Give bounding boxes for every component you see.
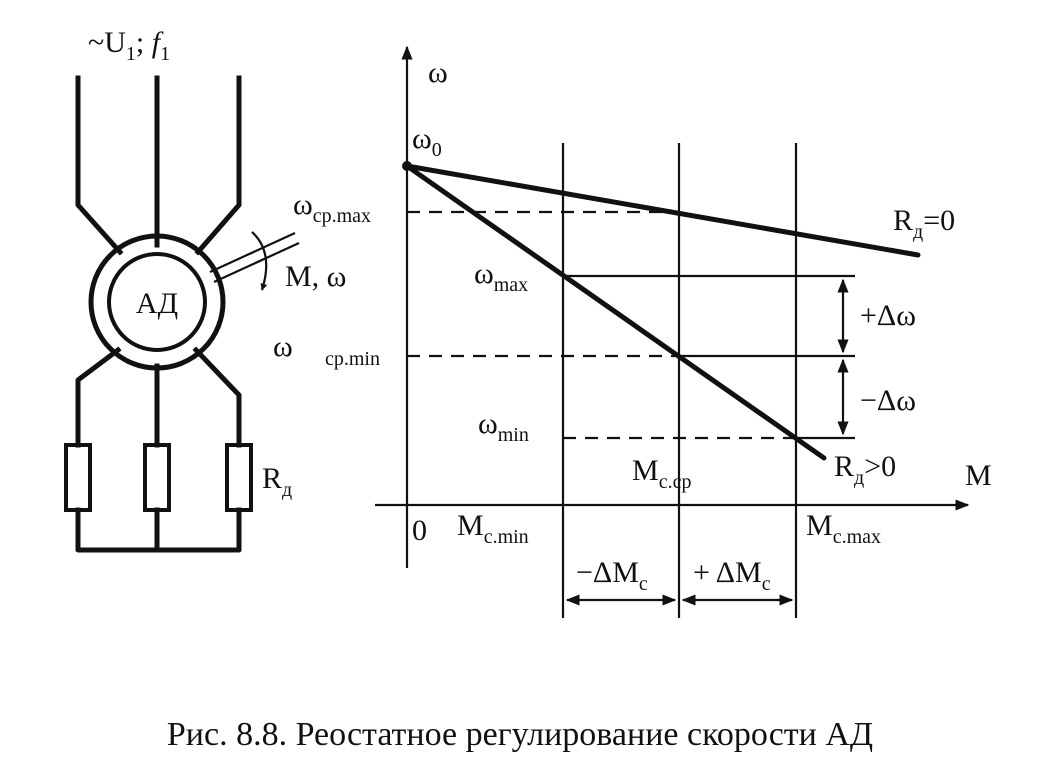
origin-label: 0 xyxy=(412,514,427,547)
plus-dmc-label: + ΔMc xyxy=(693,556,771,595)
omega-cp-max-label: ωcp.max xyxy=(293,188,371,227)
supply-wire-left xyxy=(75,75,124,256)
resistor-label: Rд xyxy=(262,462,292,501)
resistor-left xyxy=(64,443,92,512)
resistor-middle xyxy=(143,443,171,512)
rotation-arrow xyxy=(251,231,268,291)
line-rd-zero xyxy=(404,163,921,258)
m-c-min-label: Mc.min xyxy=(457,509,529,548)
omega0-point xyxy=(402,161,412,171)
star-connection xyxy=(75,507,242,553)
minus-dw-label: −Δω xyxy=(860,384,916,417)
cp-min-label: cp.min xyxy=(325,348,380,370)
motor-rotor-circle xyxy=(107,252,207,352)
shaft-label: M, ω xyxy=(285,260,346,293)
motor-label: АД xyxy=(136,287,178,320)
figure-caption: Рис. 8.8. Реостатное регулирование скоро… xyxy=(167,716,873,753)
supply-wire-right xyxy=(194,75,242,256)
line-rd-zero-label: Rд=0 xyxy=(893,204,955,243)
characteristic-graph: ω M 0 ω0 ωcp.max ωmax xyxy=(293,45,992,618)
omega-max-label: ωmax xyxy=(474,257,528,296)
line-rd-positive-label: Rд>0 xyxy=(834,450,896,489)
omega0-label: ω0 xyxy=(412,122,442,161)
m-c-max-label: Mc.max xyxy=(806,509,881,548)
x-axis-label: M xyxy=(965,459,992,492)
supply-label: ~U1; f1 xyxy=(88,26,170,65)
motor-schematic: ~U1; f1 АД M, ω ω Rд xyxy=(64,26,346,553)
line-rd-positive xyxy=(404,163,827,461)
shaft-line-upper xyxy=(209,232,296,273)
m-c-cp-label: Mc.cp xyxy=(632,454,691,493)
shaft-line-lower xyxy=(213,242,300,283)
rotor-wire-left xyxy=(75,346,122,448)
rotor-wire-right xyxy=(192,346,242,448)
resistor-right xyxy=(225,443,253,512)
stray-omega-label: ω xyxy=(273,330,293,363)
y-axis-label: ω xyxy=(428,56,448,89)
minus-dmc-label: −ΔMc xyxy=(576,556,648,595)
omega-min-label: ωmin xyxy=(478,407,529,446)
plus-dw-label: +Δω xyxy=(860,299,916,332)
